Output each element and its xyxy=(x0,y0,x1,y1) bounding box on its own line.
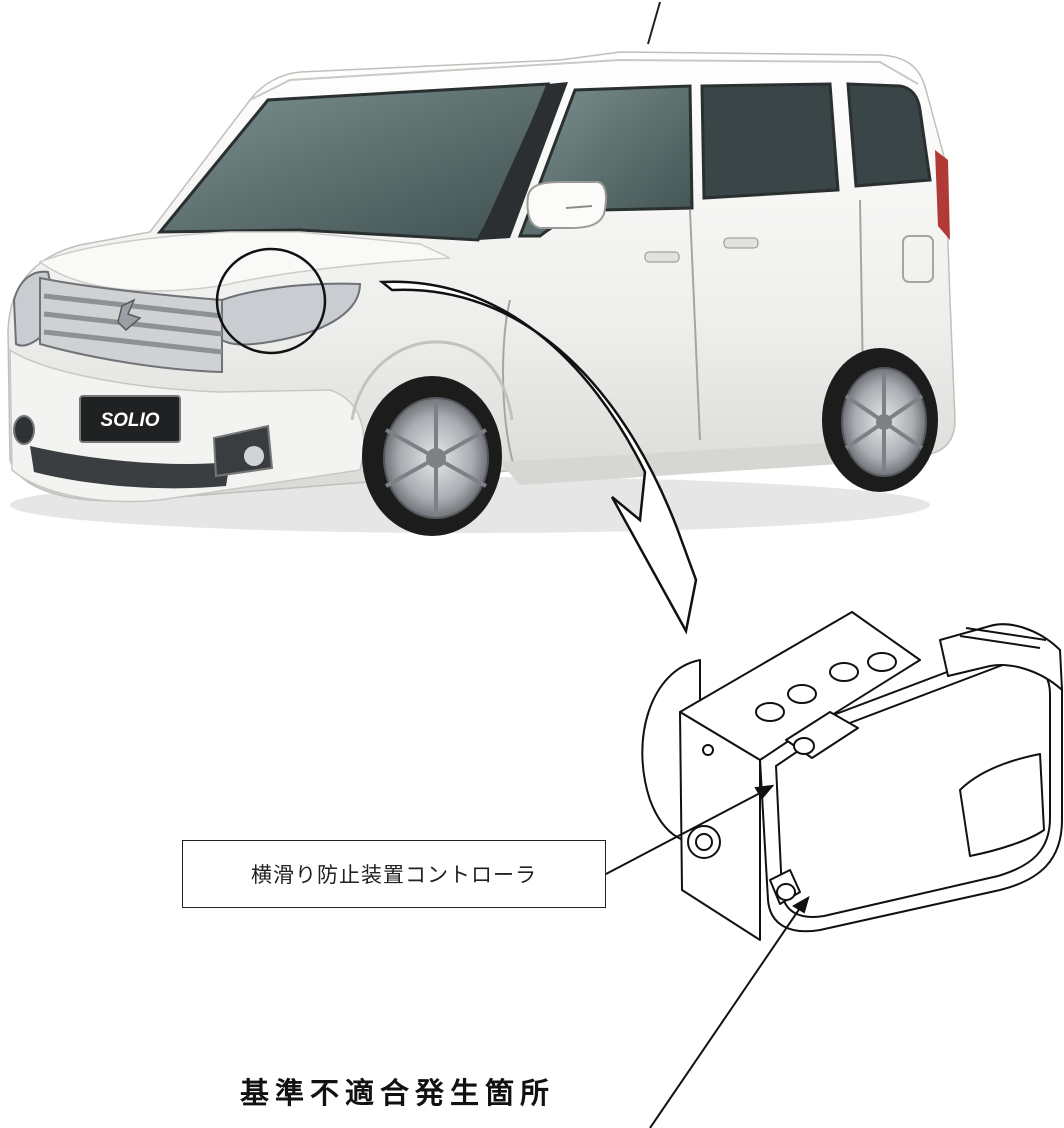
rear-wheel xyxy=(822,348,938,492)
front-badge-plate: SOLIO xyxy=(79,395,181,443)
side-mirror xyxy=(526,181,607,229)
curved-arrow xyxy=(378,280,698,635)
leader-lines xyxy=(605,784,810,1128)
component-callout-label: 横滑り防止装置コントローラ xyxy=(182,840,606,908)
rear-spoke-3 xyxy=(844,394,924,450)
mount-stud-bottom xyxy=(776,883,796,901)
location-circle xyxy=(215,247,327,355)
sliding-door-seam xyxy=(502,299,516,471)
front-wheel xyxy=(362,376,502,536)
badge-plate xyxy=(79,395,181,443)
port-2 xyxy=(787,684,817,704)
location-indicator xyxy=(215,247,698,635)
emblem-icon xyxy=(117,298,142,332)
antenna xyxy=(647,1,661,45)
connector-housing xyxy=(939,623,1063,691)
rear-door-handle xyxy=(723,237,759,249)
location-leader-arrowhead xyxy=(792,895,810,914)
esc-controller-drawing xyxy=(641,611,1063,941)
component-leader-line xyxy=(605,791,763,875)
component-label-text: 横滑り防止装置コントローラ xyxy=(251,863,537,887)
side-port-inner xyxy=(695,833,713,851)
nonconformity-location-heading: 基準不適合発生箇所 xyxy=(240,1076,556,1110)
front-door-seam xyxy=(689,209,701,441)
rear-lamp xyxy=(935,150,950,240)
grille-bar-1 xyxy=(43,293,223,319)
a-pillar xyxy=(478,82,568,240)
lower-intake xyxy=(30,446,230,489)
connector-ridge-1 xyxy=(959,635,1041,649)
mount-stud-top xyxy=(793,737,815,755)
roof-line xyxy=(249,58,919,101)
vehicle-illustration: SOLIO xyxy=(7,1,956,536)
hood xyxy=(38,231,451,292)
front-spoke-3 xyxy=(385,428,487,488)
port-4 xyxy=(867,652,897,672)
port-3 xyxy=(829,662,859,682)
component-leader-arrowhead xyxy=(754,784,775,800)
front-door-handle xyxy=(644,251,680,263)
right-fog-lamp-lens xyxy=(244,446,264,466)
side-sill xyxy=(500,440,900,485)
left-fog-lamp xyxy=(13,415,35,445)
location-leader-line xyxy=(649,907,801,1128)
side-fitting xyxy=(702,744,714,756)
port-1 xyxy=(755,702,785,722)
ecu-panel-recess xyxy=(959,753,1045,857)
front-wheel-arch xyxy=(350,340,514,421)
badge-text: SOLIO xyxy=(100,410,159,431)
fuel-door xyxy=(902,235,934,283)
rear-door-window xyxy=(700,82,840,200)
grille-bar-3 xyxy=(43,329,223,355)
mirror-turn-signal xyxy=(565,205,593,209)
block-front-face xyxy=(679,711,761,941)
rear-quarter-window xyxy=(846,82,932,188)
connector-ridge-2 xyxy=(965,627,1047,641)
